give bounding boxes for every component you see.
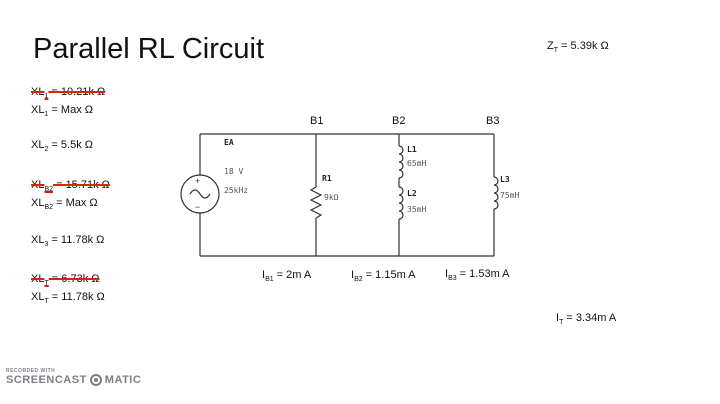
source-voltage: 18 V xyxy=(224,167,244,176)
current-ib3: IB3 = 1.53m A xyxy=(445,268,510,283)
screencast-logo-icon xyxy=(89,374,102,386)
source-plus-sign: + xyxy=(195,176,201,186)
source-frequency: 25kHz xyxy=(224,186,249,195)
branch-label-b1: B1 xyxy=(310,115,324,127)
l2-value: 35mH xyxy=(407,205,427,214)
r1-resistor-symbol xyxy=(309,186,323,219)
l2-name: L2 xyxy=(407,189,417,198)
xl1-equation: XL1 = Max Ω xyxy=(31,104,93,119)
l3-value: 75mH xyxy=(500,191,520,200)
r1-value: 9kΩ xyxy=(324,193,339,202)
zt-value: = 5.39k Ω xyxy=(558,40,609,52)
watermark-screencast: SCREENCAST xyxy=(6,374,87,386)
xl2-equation: XL2 = 5.5k Ω xyxy=(31,139,93,154)
xlt-equation: XLT = 11.78k Ω xyxy=(31,291,105,306)
ac-source-symbol xyxy=(180,174,220,214)
l1-value: 65mH xyxy=(407,159,427,168)
l1-inductor-symbol xyxy=(398,145,404,179)
l3-inductor-symbol xyxy=(493,176,499,210)
branch-label-b2: B2 xyxy=(392,115,406,127)
l3-name: L3 xyxy=(500,175,510,184)
zt-main: Z xyxy=(547,40,554,52)
current-ib2: IB2 = 1.15m A xyxy=(351,269,416,284)
xlb2-struck-equation: XLB2 = 15.71k Ω xyxy=(31,179,110,194)
watermark-recorded-with: RECORDED WITH xyxy=(6,368,56,374)
xlt-struck-equation: XLT = 6.73k Ω xyxy=(31,273,100,288)
r1-name: R1 xyxy=(322,174,332,183)
screencast-watermark: RECORDED WITH SCREENCAST MATIC xyxy=(6,368,141,386)
branch-label-b3: B3 xyxy=(486,115,500,127)
current-ib1: IB1 = 2m A xyxy=(262,269,312,284)
ac-sine-wave xyxy=(189,189,211,199)
total-current: IT = 3.34m A xyxy=(556,312,617,327)
total-impedance: ZT = 5.39k Ω xyxy=(547,40,609,54)
l2-inductor-symbol xyxy=(398,186,404,220)
watermark-matic: MATIC xyxy=(104,374,142,386)
xl3-equation: XL3 = 11.78k Ω xyxy=(31,234,105,249)
l1-name: L1 xyxy=(407,145,417,154)
zt-sub: T xyxy=(553,47,559,55)
xl1-struck-equation: XL1 = 10.21k Ω xyxy=(31,86,106,101)
source-name: EA xyxy=(224,138,234,147)
page-title: Parallel RL Circuit xyxy=(33,33,264,65)
source-minus-sign: − xyxy=(195,202,201,212)
xlb2-equation: XLB2 = Max Ω xyxy=(31,197,98,212)
